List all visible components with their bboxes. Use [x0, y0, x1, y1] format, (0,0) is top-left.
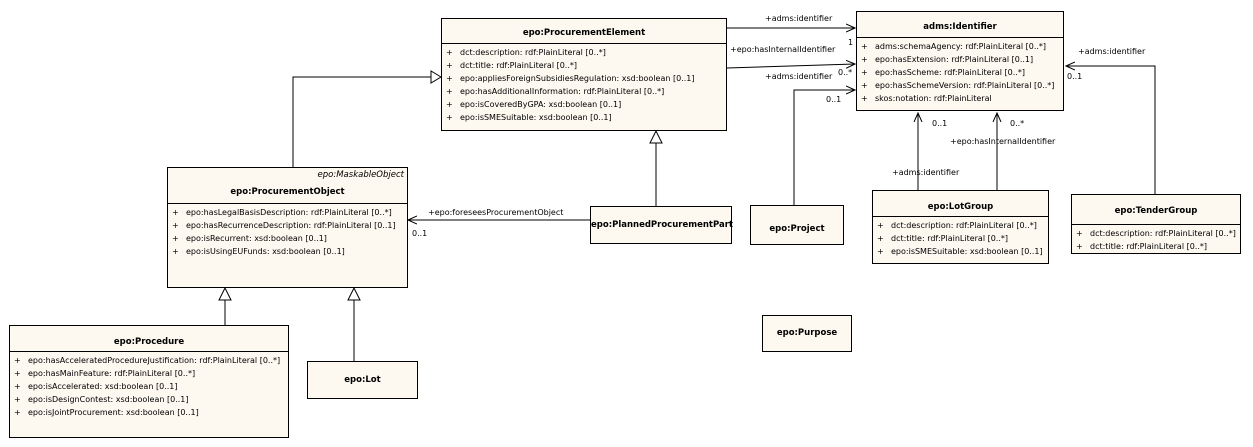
attribute: +skos:notation: rdf:PlainLiteral	[861, 93, 992, 103]
label-pe-internal-identifier-mult: 0..*	[838, 68, 853, 77]
attribute: +epo:isSMESuitable: xsd:boolean [0..1]	[446, 112, 612, 122]
class-procurement-object-name: epo:ProcurementObject	[230, 187, 345, 197]
attribute: +epo:isCoveredByGPA: xsd:boolean [0..1]	[446, 99, 622, 109]
attribute: +epo:appliesForeignSubsidiesRegulation: …	[446, 73, 695, 83]
class-procurement-object[interactable]: epo:MaskableObject epo:ProcurementObject…	[167, 167, 408, 288]
attribute: +epo:hasSchemeVersion: rdf:PlainLiteral …	[861, 80, 1055, 90]
label-foresees-mult: 0..1	[412, 229, 428, 238]
label-lotgroup-internal-identifier-mult: 0..*	[1010, 119, 1025, 128]
assoc-tendergroup-identifier	[1066, 66, 1156, 194]
class-tender-group-name: epo:TenderGroup	[1114, 206, 1198, 216]
class-lot-group[interactable]: epo:LotGroup +dct:description: rdf:Plain…	[872, 190, 1049, 264]
label-project-identifier-mult: 0..1	[826, 95, 842, 104]
class-identifier-attributes: +adms:schemaAgency: rdf:PlainLiteral [0.…	[857, 37, 1063, 108]
assoc-pe-internal-identifier	[726, 64, 855, 68]
class-procurement-element-name: epo:ProcurementElement	[522, 28, 646, 38]
class-procurement-element-attributes: +dct:description: rdf:PlainLiteral [0..*…	[442, 43, 726, 126]
label-pe-identifier-role: +adms:identifier	[765, 14, 833, 23]
attribute: +dct:description: rdf:PlainLiteral [0..*…	[446, 48, 606, 57]
attribute: +epo:isDesignContest: xsd:boolean [0..1]	[14, 394, 189, 404]
label-project-identifier-role: +adms:identifier	[765, 72, 833, 81]
attribute: +epo:isSMESuitable: xsd:boolean [0..1]	[877, 246, 1043, 256]
attribute: +epo:hasMainFeature: rdf:PlainLiteral [0…	[14, 368, 196, 378]
class-project[interactable]: epo:Project	[750, 205, 844, 245]
label-tendergroup-identifier-mult: 0..1	[1067, 72, 1083, 81]
label-lotgroup-internal-identifier-role: +epo:hasInternalIdentifier	[950, 137, 1056, 146]
attribute: +epo:isAccelerated: xsd:boolean [0..1]	[14, 381, 178, 391]
label-foresees-role: +epo:foreseesProcurementObject	[428, 208, 564, 217]
class-procedure[interactable]: epo:Procedure +epo:hasAcceleratedProcedu…	[9, 325, 289, 438]
class-purpose-name: epo:Purpose	[776, 328, 838, 338]
attribute: +epo:isJointProcurement: xsd:boolean [0.…	[14, 407, 199, 417]
label-lotgroup-identifier-role: +adms:identifier	[892, 168, 960, 177]
attribute: +epo:isRecurrent: xsd:boolean [0..1]	[172, 233, 327, 243]
class-tender-group-attributes: +dct:description: rdf:PlainLiteral [0..*…	[1072, 224, 1240, 256]
class-lot-group-attributes: +dct:description: rdf:PlainLiteral [0..*…	[873, 216, 1048, 261]
class-planned-procurement-part-name: epo:PlannedProcurementPart	[591, 220, 733, 230]
attribute: +epo:hasRecurrenceDescription: rdf:Plain…	[172, 220, 396, 230]
attribute: +dct:title: rdf:PlainLiteral [0..*]	[1076, 241, 1207, 251]
class-procedure-name: epo:Procedure	[113, 337, 185, 347]
attribute: +epo:hasScheme: rdf:PlainLiteral [0..*]	[861, 67, 1025, 77]
assoc-project-identifier	[793, 90, 855, 205]
class-procedure-attributes: +epo:hasAcceleratedProcedureJustificatio…	[10, 351, 288, 422]
attribute: +epo:isUsingEUFunds: xsd:boolean [0..1]	[172, 246, 345, 256]
attribute: +epo:hasAcceleratedProcedureJustificatio…	[14, 356, 281, 365]
attribute: +dct:title: rdf:PlainLiteral [0..*]	[877, 233, 1008, 243]
class-purpose[interactable]: epo:Purpose	[762, 315, 852, 352]
attribute: +epo:hasExtension: rdf:PlainLiteral [0..…	[861, 54, 1034, 64]
attribute: +dct:description: rdf:PlainLiteral [0..*…	[877, 221, 1037, 230]
attribute: +dct:description: rdf:PlainLiteral [0..*…	[1076, 229, 1236, 238]
generalization-plannedpart-to-procurementelement	[649, 129, 663, 206]
label-pe-identifier-mult: 1	[848, 38, 854, 47]
class-lot[interactable]: epo:Lot	[307, 361, 418, 399]
attribute: +epo:hasAdditionalInformation: rdf:Plain…	[446, 86, 665, 96]
label-pe-internal-identifier-role: +epo:hasInternalIdentifier	[730, 45, 836, 54]
class-planned-procurement-part[interactable]: epo:PlannedProcurementPart	[590, 206, 733, 244]
class-procurement-object-attributes: +epo:hasLegalBasisDescription: rdf:Plain…	[168, 203, 407, 261]
class-lot-name: epo:Lot	[344, 375, 381, 385]
generalization-procurementobject-to-procurementelement	[292, 70, 442, 167]
class-project-name: epo:Project	[769, 224, 825, 234]
class-procurement-element[interactable]: epo:ProcurementElement +dct:description:…	[441, 18, 727, 131]
class-identifier-name: adms:Identifier	[923, 22, 997, 32]
attribute: +dct:title: rdf:PlainLiteral [0..*]	[446, 60, 577, 70]
attribute: +epo:hasLegalBasisDescription: rdf:Plain…	[172, 208, 392, 217]
class-tender-group[interactable]: epo:TenderGroup +dct:description: rdf:Pl…	[1071, 194, 1241, 254]
class-procurement-object-stereotype: epo:MaskableObject	[317, 170, 404, 180]
label-lotgroup-identifier-mult: 0..1	[932, 119, 948, 128]
class-identifier[interactable]: adms:Identifier +adms:schemaAgency: rdf:…	[856, 11, 1064, 111]
class-lot-group-name: epo:LotGroup	[927, 202, 994, 212]
attribute: +adms:schemaAgency: rdf:PlainLiteral [0.…	[861, 42, 1047, 51]
label-tendergroup-identifier-role: +adms:identifier	[1078, 47, 1146, 56]
generalization-procedure-to-procurementobject	[218, 286, 232, 325]
generalization-lot-to-procurementobject	[347, 286, 361, 361]
